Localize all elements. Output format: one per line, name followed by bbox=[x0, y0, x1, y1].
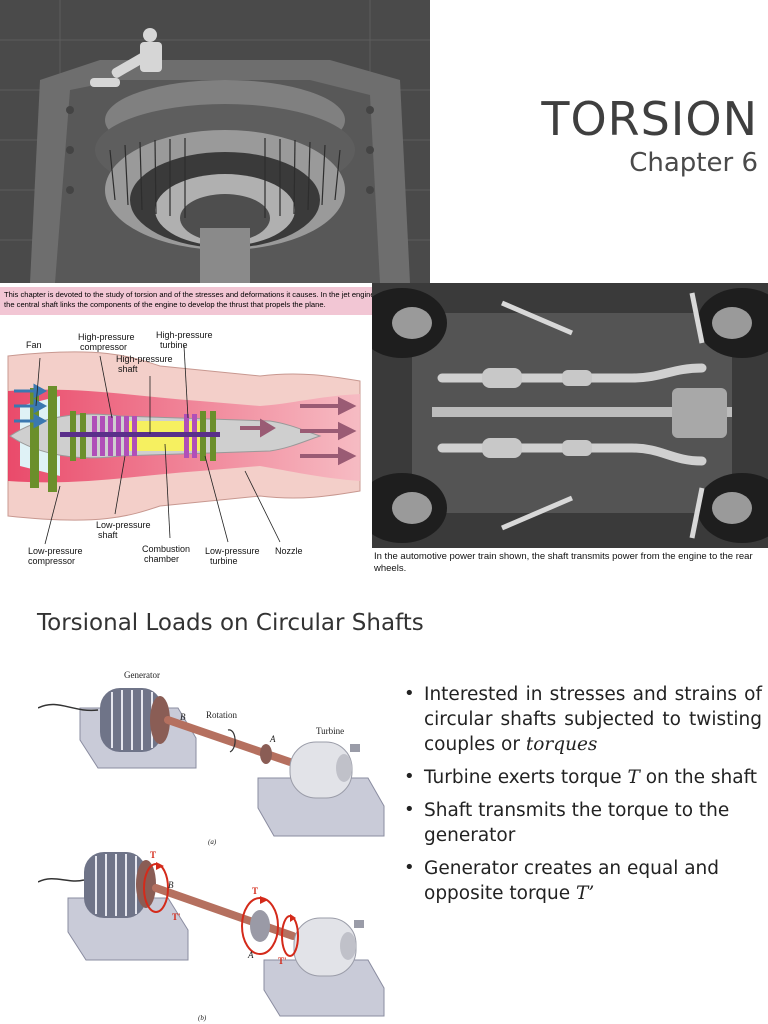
label-hp-compressor-2: compressor bbox=[80, 342, 127, 352]
label-lp-turbine-2: turbine bbox=[210, 556, 238, 566]
bullet-list: Interested in stresses and strains of ci… bbox=[400, 681, 762, 914]
figure-generator-turbine-a: Generator Rotation Turbine B A (a) bbox=[37, 668, 386, 848]
jet-engine-photo bbox=[0, 0, 430, 283]
slide-title: TORSION bbox=[541, 92, 758, 146]
jet-engine-cross-section: Fan High-pressure compressor High-pressu… bbox=[7, 330, 361, 566]
engine-caption: This chapter is devoted to the study of … bbox=[0, 287, 430, 315]
slide-title: Torsional Loads on Circular Shafts bbox=[37, 610, 424, 636]
bullet-turbine-torque: Turbine exerts torque T on the shaft bbox=[400, 764, 762, 790]
label-t-turbine: T bbox=[252, 886, 258, 896]
car-caption: In the automotive power train shown, the… bbox=[374, 551, 753, 574]
shaft-assembly-b: T T' B T A T' (b) bbox=[37, 850, 385, 1022]
car-powertrain-photo bbox=[372, 283, 768, 548]
shaft-assembly-a: Generator Rotation Turbine B A (a) bbox=[37, 670, 385, 846]
bullet-shaft-transmits: Shaft transmits the torque to the genera… bbox=[400, 797, 762, 848]
label-generator: Generator bbox=[124, 670, 160, 680]
label-t-prime-turbine: T' bbox=[278, 956, 287, 966]
symbol-t-prime: T’ bbox=[576, 883, 595, 904]
title-block: TORSION Chapter 6 bbox=[541, 92, 758, 178]
label-t-generator: T bbox=[150, 850, 156, 860]
bullet-interest: Interested in stresses and strains of ci… bbox=[400, 681, 762, 757]
label-lp-turbine-1: Low-pressure bbox=[205, 546, 260, 556]
label-point-b: B bbox=[180, 712, 186, 722]
label-hp-shaft-1: High-pressure bbox=[116, 354, 173, 364]
label-point-a: A bbox=[269, 734, 276, 744]
label-turbine: Turbine bbox=[316, 726, 344, 736]
label-hp-turbine-2: turbine bbox=[160, 340, 188, 350]
label-point-a: A bbox=[247, 950, 254, 960]
label-hp-turbine-1: High-pressure bbox=[156, 330, 213, 340]
label-lp-compressor-2: compressor bbox=[28, 556, 75, 566]
label-combustion-1: Combustion bbox=[142, 544, 190, 554]
label-hp-compressor-1: High-pressure bbox=[78, 332, 135, 342]
label-lp-compressor-1: Low-pressure bbox=[28, 546, 83, 556]
slide-subtitle: Chapter 6 bbox=[629, 148, 758, 178]
term-torques: torques bbox=[525, 734, 598, 755]
label-fan: Fan bbox=[26, 340, 42, 350]
label-combustion-2: chamber bbox=[144, 554, 179, 564]
figure-generator-turbine-b: T T' B T A T' (b) bbox=[37, 848, 386, 1024]
jet-engine-illustration bbox=[0, 0, 430, 283]
label-lp-shaft-1: Low-pressure bbox=[96, 520, 151, 530]
bullet-generator-opposite: Generator creates an equal and opposite … bbox=[400, 855, 762, 906]
label-lp-shaft-2: shaft bbox=[98, 530, 118, 540]
car-underside-illustration bbox=[372, 283, 768, 548]
label-hp-shaft-2: shaft bbox=[118, 364, 138, 374]
label-t-prime-generator: T' bbox=[172, 912, 181, 922]
label-point-b: B bbox=[168, 880, 174, 890]
slide-torsional-loads: Torsional Loads on Circular Shafts Gener… bbox=[0, 590, 768, 1024]
label-figure-b: (b) bbox=[198, 1014, 207, 1022]
label-figure-a: (a) bbox=[208, 838, 217, 846]
label-nozzle: Nozzle bbox=[275, 546, 303, 556]
jet-engine-diagram: Fan High-pressure compressor High-pressu… bbox=[0, 316, 370, 576]
slide-torsion-title: TORSION Chapter 6 This chapter is devote… bbox=[0, 0, 768, 576]
symbol-t: T bbox=[627, 767, 640, 788]
label-rotation: Rotation bbox=[206, 710, 237, 720]
